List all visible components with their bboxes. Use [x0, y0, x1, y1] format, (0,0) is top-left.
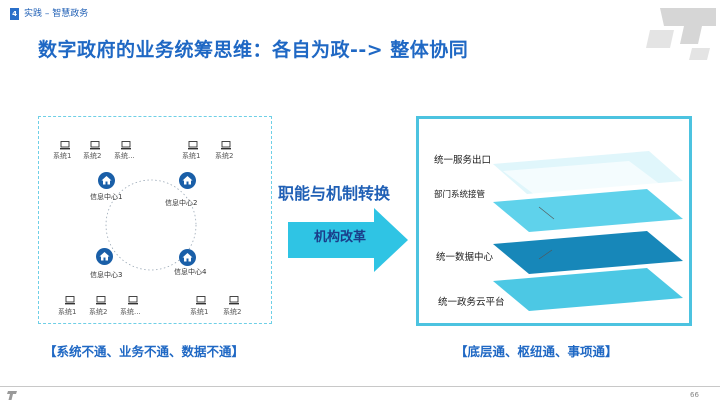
home-icon [179, 249, 196, 266]
computer-icon [96, 296, 106, 305]
node-label: 信息中心3 [90, 271, 123, 279]
computer-icon [196, 296, 206, 305]
system-label: 系统... [114, 152, 135, 160]
system-label: 系统1 [182, 152, 201, 160]
footer-divider [0, 386, 720, 387]
system-label: 系统1 [190, 308, 209, 316]
system-label: 系统2 [223, 308, 242, 316]
computer-icon [128, 296, 138, 305]
node-label: 信息中心2 [165, 199, 198, 207]
computer-icon [229, 296, 239, 305]
home-icon [96, 248, 113, 265]
brand-corner-logo [646, 8, 716, 60]
arrow-label: 机构改革 [313, 230, 366, 245]
left-caption: 【系统不通、业务不通、数据不通】 [44, 344, 245, 359]
computer-icon [188, 141, 198, 150]
computer-icon [65, 296, 75, 305]
section-number-badge: 4 [10, 8, 19, 20]
right-panel-frame [416, 116, 692, 326]
computer-icon [60, 141, 70, 150]
section-label: 实践 – 智慧政务 [24, 9, 89, 19]
footer-logo-icon [7, 391, 17, 400]
page-number: 66 [690, 391, 699, 399]
layer-label: 统一服务出口 [434, 155, 492, 166]
system-label: 系统2 [89, 308, 108, 316]
layer-label: 统一政务云平台 [438, 297, 505, 308]
home-icon [98, 172, 115, 189]
node-ring [105, 179, 197, 271]
system-label: 系统1 [53, 152, 72, 160]
right-caption: 【底层通、枢纽通、事项通】 [455, 344, 618, 359]
computer-icon [221, 141, 231, 150]
transform-label: 职能与机制转换 [278, 184, 391, 203]
right-arrow-icon [288, 208, 408, 272]
node-label: 信息中心4 [174, 268, 207, 276]
node-label: 信息中心1 [90, 193, 123, 201]
layer-label: 部门系统接管 [434, 190, 486, 200]
computer-icon [121, 141, 131, 150]
computer-icon [90, 141, 100, 150]
system-label: 系统2 [83, 152, 102, 160]
left-panel-frame [38, 116, 272, 324]
system-label: 系统1 [58, 308, 77, 316]
layer-stack [493, 151, 683, 311]
layer-label: 统一数据中心 [436, 252, 494, 263]
system-label: 系统2 [215, 152, 234, 160]
home-icon [179, 172, 196, 189]
page-title: 数字政府的业务统筹思维：各自为政--> 整体协同 [38, 39, 469, 61]
system-label: 系统... [120, 308, 141, 316]
